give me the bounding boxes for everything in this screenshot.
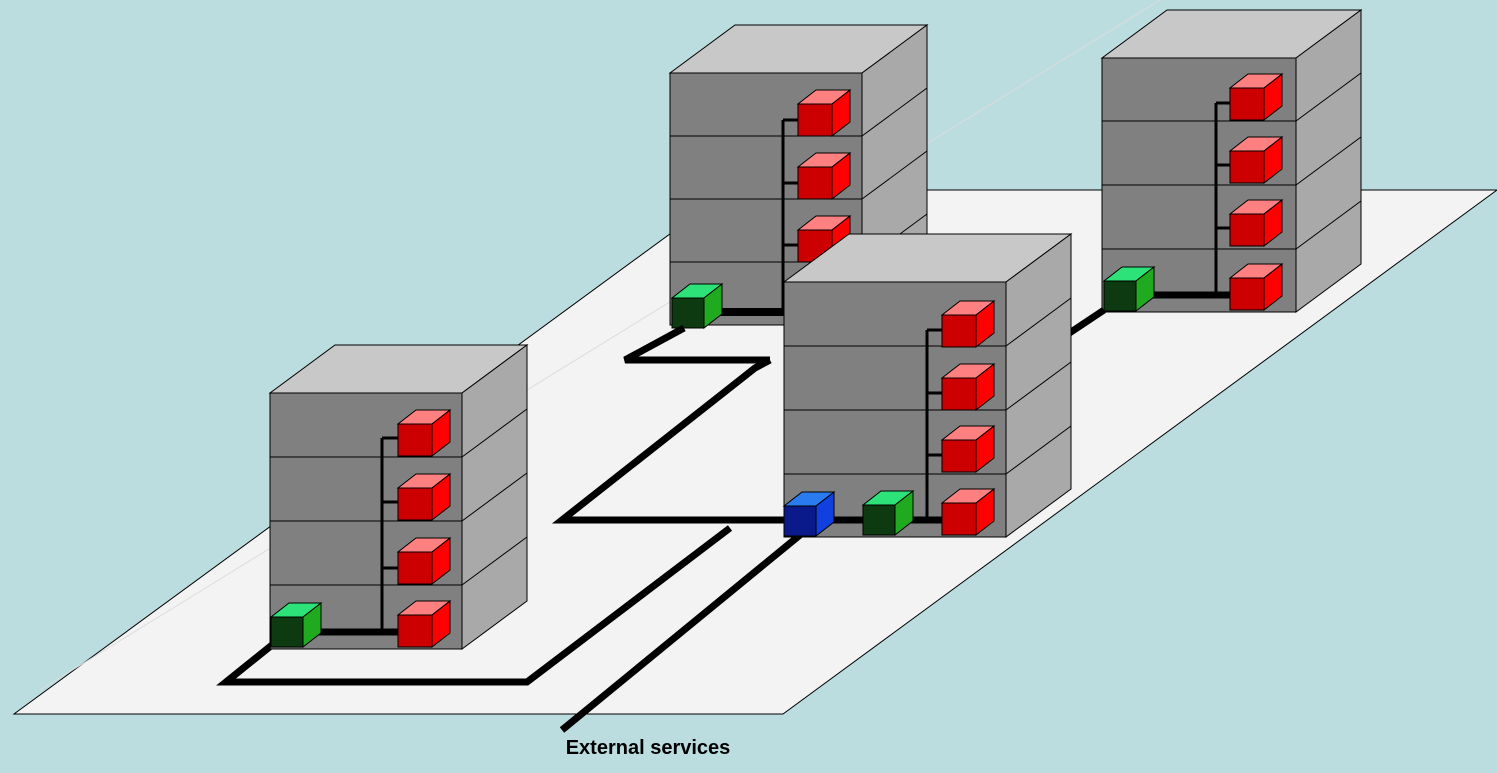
- worker-node-icon: [396, 536, 452, 586]
- interconnect-cables: [216, 307, 1106, 733]
- worker-node-icon: [1228, 262, 1284, 312]
- manager-node-icon: [269, 601, 323, 649]
- worker-node-icon: [940, 362, 996, 412]
- worker-node-icon: [940, 299, 996, 349]
- external-services-label: External services: [565, 737, 731, 759]
- rack-front-left-nodes: [269, 408, 452, 649]
- manager-node-icon: [861, 489, 915, 537]
- worker-node-icon: [940, 424, 996, 474]
- worker-node-icon: [396, 599, 452, 649]
- worker-node-icon: [396, 472, 452, 522]
- rack-front-middle-nodes: [782, 299, 996, 538]
- worker-node-icon: [796, 151, 852, 201]
- worker-node-icon: [1228, 135, 1284, 185]
- worker-node-icon: [396, 408, 452, 458]
- worker-node-icon: [1228, 198, 1284, 248]
- manager-node-icon: [670, 282, 724, 330]
- worker-node-icon: [1228, 72, 1284, 122]
- rack-back-right-cables: [1140, 101, 1232, 299]
- worker-node-icon: [940, 487, 996, 537]
- gateway-node-icon: [782, 490, 836, 538]
- manager-node-icon: [1102, 265, 1156, 313]
- rack-back-right-nodes: [1102, 72, 1284, 313]
- worker-node-icon: [796, 88, 852, 138]
